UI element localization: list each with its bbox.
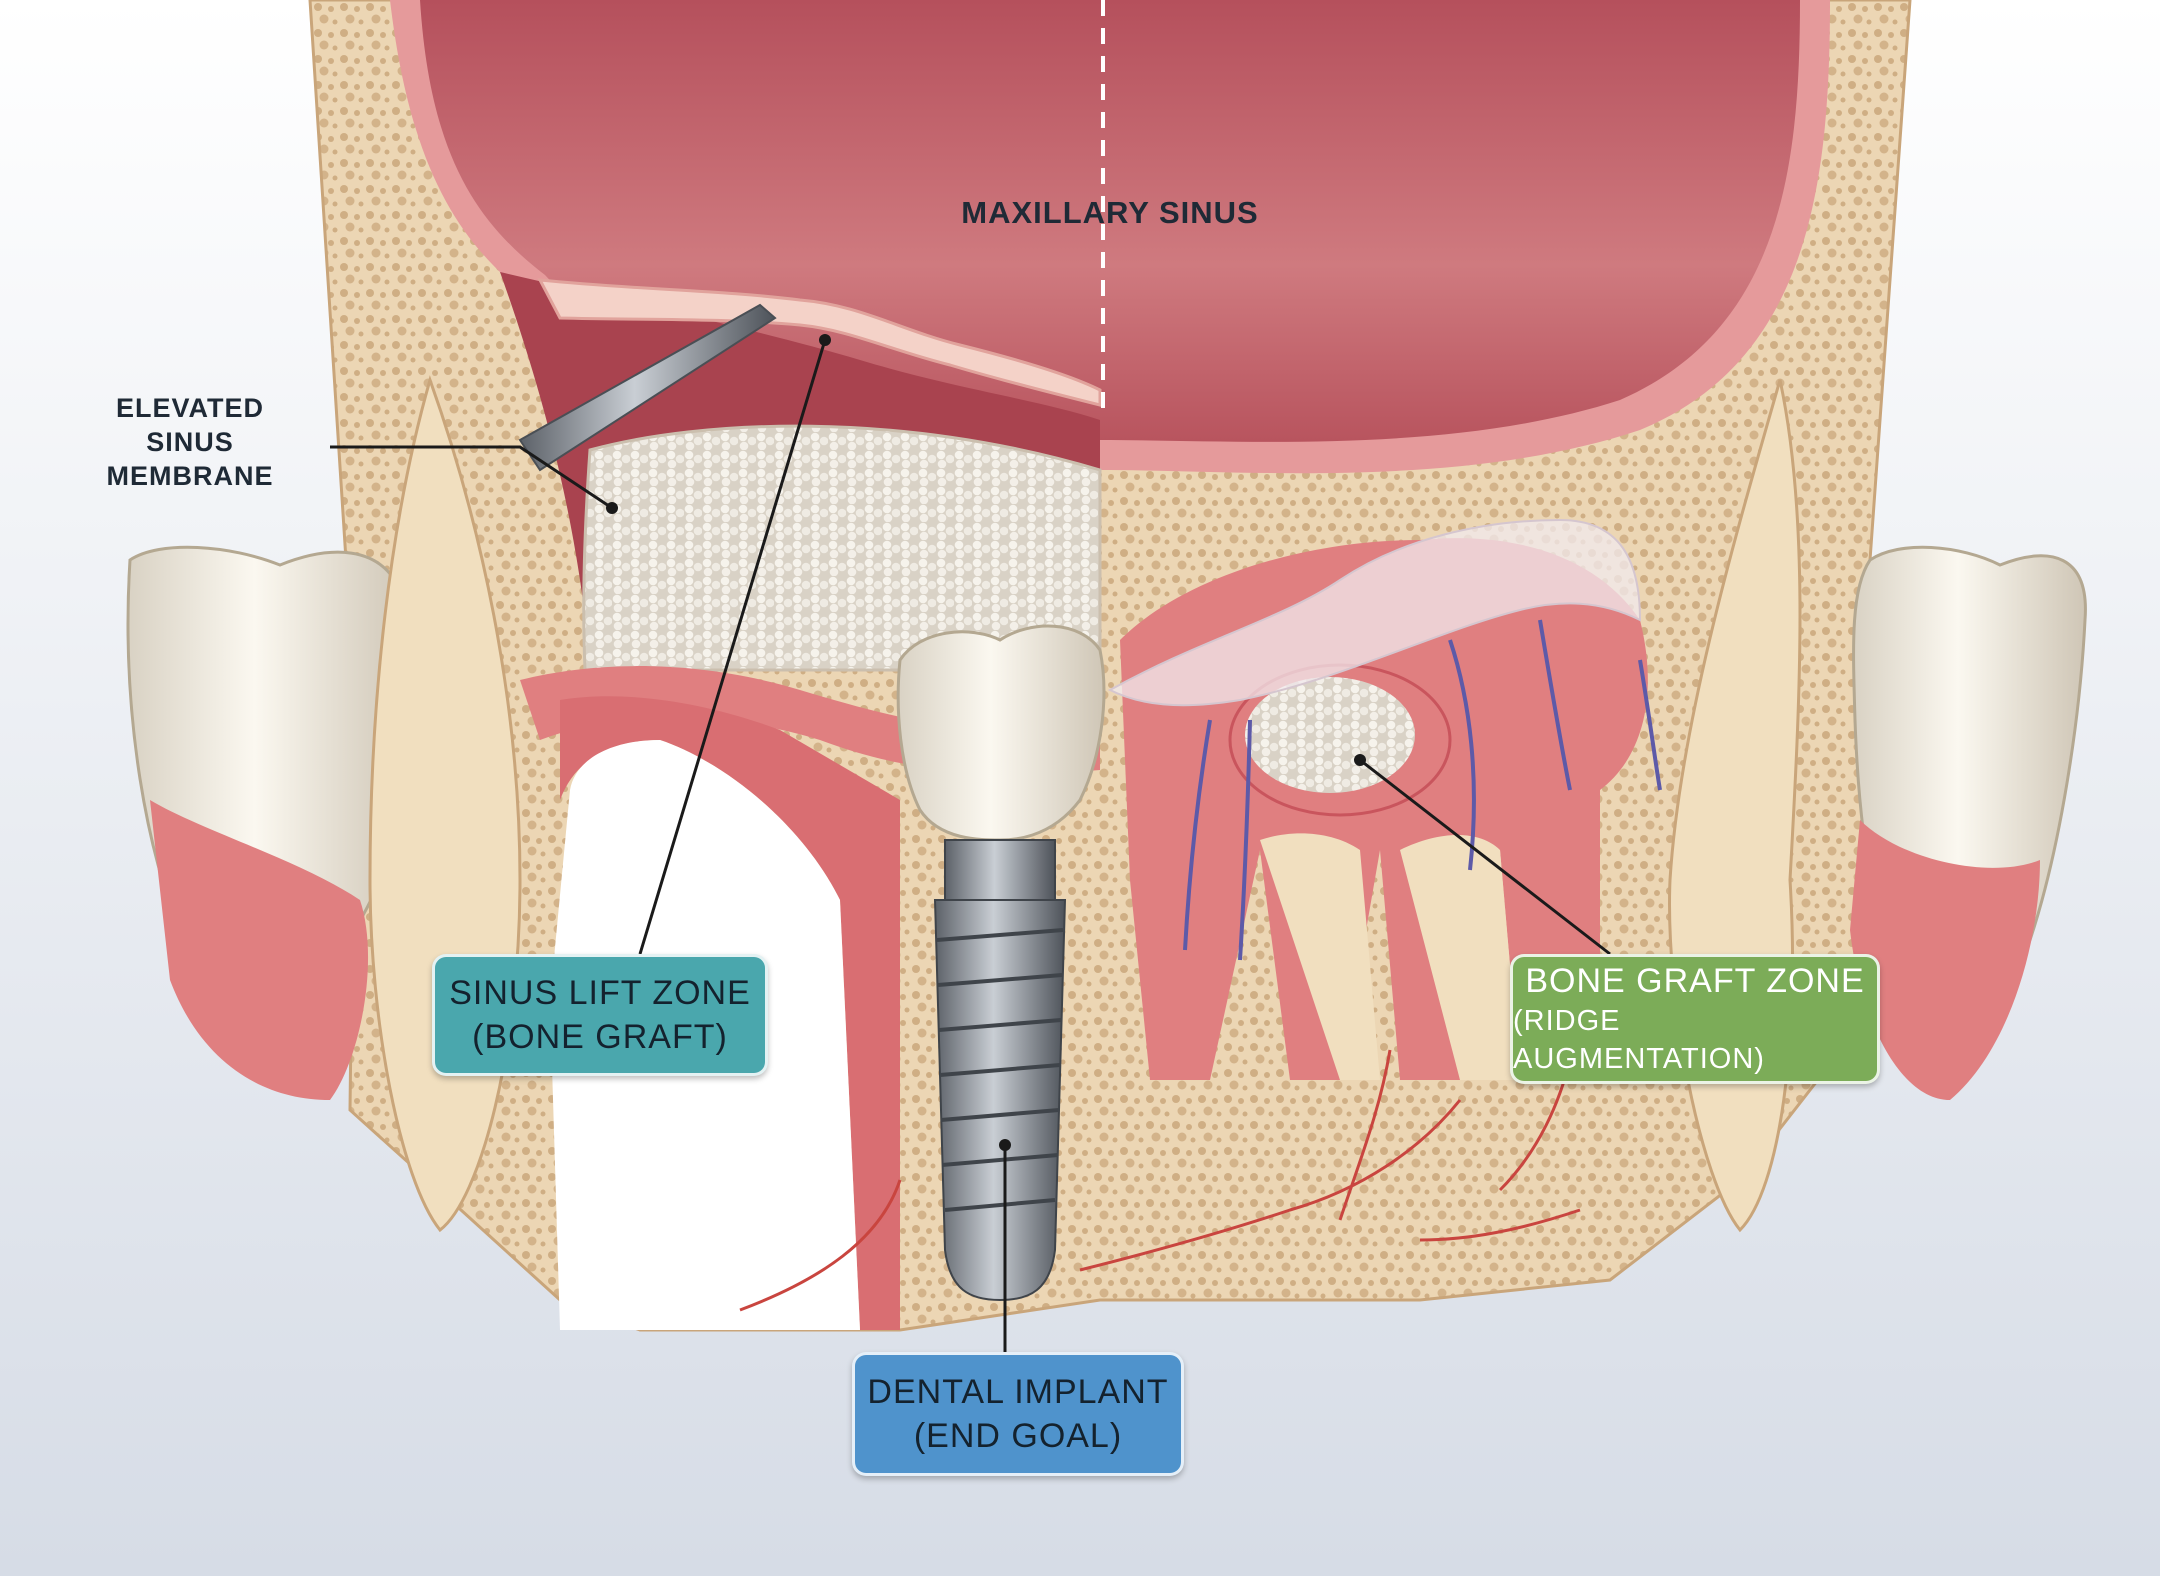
callout-dental-implant: DENTAL IMPLANT (END GOAL): [852, 1352, 1184, 1476]
right-molar-gum: [1850, 820, 2040, 1100]
ridge-graft-material: [1245, 677, 1415, 793]
leader-dots: [606, 334, 1366, 1151]
callout-sinus-lift-title: SINUS LIFT ZONE: [449, 973, 751, 1012]
leader-lines: [330, 339, 1611, 1352]
label-membrane-line2: SINUS MEMBRANE: [106, 426, 274, 491]
maxillary-sinus-cavity: [420, 0, 1800, 442]
callout-bone-graft-sub: (RIDGE AUGMENTATION): [1513, 1005, 1765, 1076]
implant-crown: [896, 624, 1106, 842]
sutures: [1183, 619, 1662, 961]
ridge-bone-peaks: [1260, 833, 1520, 1080]
callout-sinus-lift: SINUS LIFT ZONE (BONE GRAFT): [432, 954, 768, 1076]
blood-vessels: [739, 1049, 1581, 1312]
callout-sinus-lift-sub: (BONE GRAFT): [472, 1018, 728, 1056]
label-membrane-line1: ELEVATED: [115, 393, 264, 423]
callout-implant-title: DENTAL IMPLANT: [867, 1372, 1169, 1411]
elevated-sinus-membrane: [537, 278, 1102, 407]
label-maxillary-sinus: MAXILLARY SINUS: [961, 195, 1259, 230]
callout-bone-graft-title: BONE GRAFT ZONE: [1525, 962, 1865, 1001]
callout-bone-graft: BONE GRAFT ZONE (RIDGE AUGMENTATION): [1510, 954, 1880, 1084]
gum-left-side: [560, 696, 900, 1330]
left-molar-gum: [150, 800, 369, 1100]
implant-threads: [936, 928, 1064, 1212]
callout-implant-sub: (END GOAL): [913, 1417, 1123, 1455]
label-elevated-membrane: ELEVATED SINUS MEMBRANE: [60, 392, 320, 493]
elevator-instrument: [518, 303, 777, 472]
barrier-membrane: [1107, 518, 1642, 707]
implant-abutment: [944, 839, 1056, 901]
sinus-graft-material: [582, 424, 1102, 672]
implant-fixture: [933, 899, 1067, 1302]
